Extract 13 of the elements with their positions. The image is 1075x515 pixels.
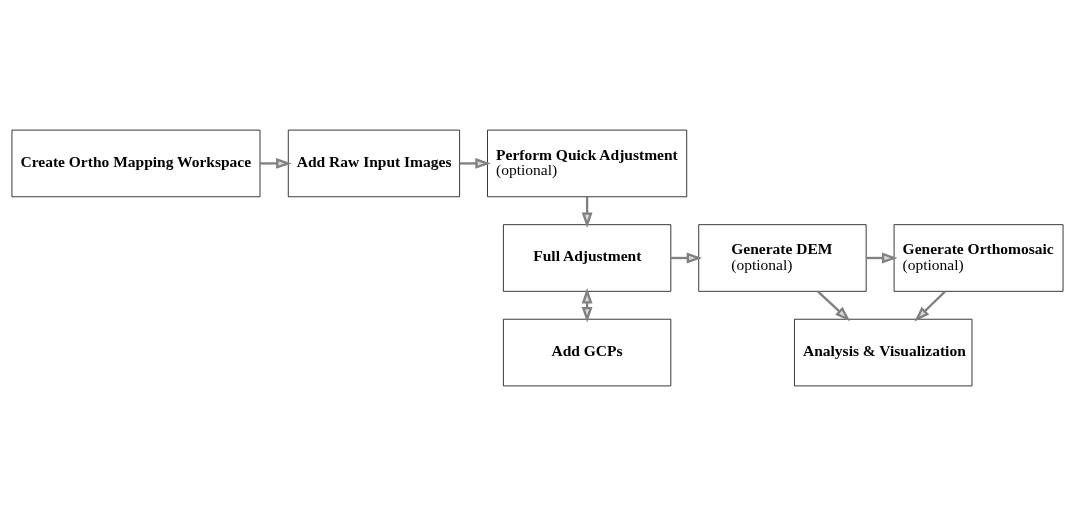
node-box: Add GCPs xyxy=(503,318,672,386)
arrow xyxy=(914,290,946,321)
arrow xyxy=(817,290,851,321)
arrow xyxy=(260,157,292,169)
arrow xyxy=(459,157,491,169)
node-box: Add Raw Input Images xyxy=(287,129,460,197)
node-box: Generate DEM (optional) xyxy=(698,223,867,292)
node-box: Full Adjustment xyxy=(503,223,672,292)
arrow xyxy=(581,287,593,322)
node-box: Generate Orthomosaic (optional) xyxy=(893,223,1064,292)
node-box: Perform Quick Adjustment (optional) xyxy=(487,129,688,197)
node-box: Analysis & Visualization xyxy=(794,318,973,386)
node-box: Create Ortho Mapping Workspace xyxy=(11,129,261,197)
